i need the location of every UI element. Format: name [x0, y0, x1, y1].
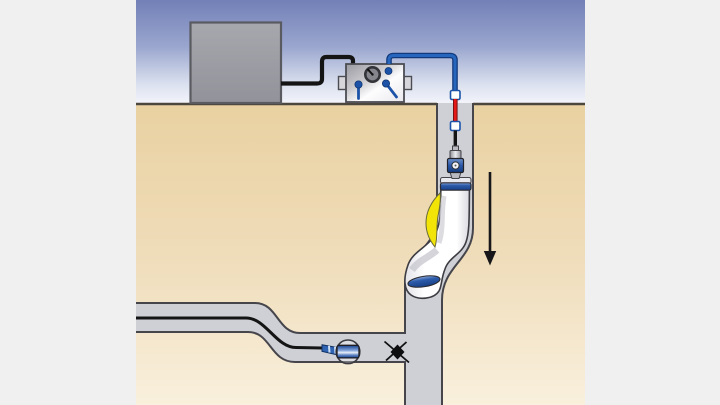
blue-air-hose: [386, 52, 458, 91]
inversion-nozzle: [446, 145, 465, 179]
liner-collar-band: [439, 182, 472, 191]
anchor-point: [383, 340, 410, 364]
control-box: [337, 63, 413, 103]
direction-arrow-down: [483, 172, 497, 266]
resin-pocket: [425, 191, 441, 249]
compressor-unit: [189, 21, 283, 105]
indicator-light: [384, 67, 393, 75]
shaft-wall-right: [441, 103, 474, 405]
hose-coupling-lower: [449, 120, 461, 132]
black-supply-hose: [281, 54, 356, 86]
winch-cable: [136, 316, 323, 350]
hose-coupling-upper: [449, 89, 461, 101]
pipe-wall-bottom: [136, 331, 406, 405]
liner-collar: [439, 176, 472, 191]
nozzle-pulley-axle: [454, 164, 457, 167]
scene: [136, 0, 585, 405]
liner-front-ring: [407, 275, 441, 288]
valve-lever-right: [381, 79, 398, 99]
liner-shading: [436, 195, 447, 244]
valve-lever-left: [354, 80, 363, 100]
liner-bend-shading: [409, 247, 440, 273]
pressure-gauge-icon: [363, 66, 381, 84]
excavation-shaft-and-pipe: [136, 103, 473, 405]
pull-head-roller: [336, 344, 360, 359]
